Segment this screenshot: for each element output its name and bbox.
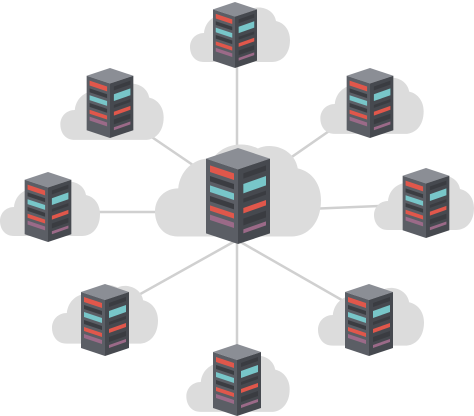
server-rack-icon [24,172,72,242]
node-right [374,168,474,238]
node-bottom-left [52,284,158,356]
server-rack-icon [213,344,261,416]
server-rack-icon [213,2,257,68]
node-top-left [60,68,164,140]
server-rack-icon [86,68,134,138]
server-rack-icon [345,284,393,356]
node-top-right [320,68,424,138]
server-rack-icon [206,148,270,244]
server-rack-icon [346,68,394,138]
node-top [190,2,290,68]
server-rack-icon [402,168,450,238]
hub-node [155,144,321,244]
server-rack-icon [81,284,129,356]
node-bottom [186,344,290,416]
node-left [0,172,100,242]
